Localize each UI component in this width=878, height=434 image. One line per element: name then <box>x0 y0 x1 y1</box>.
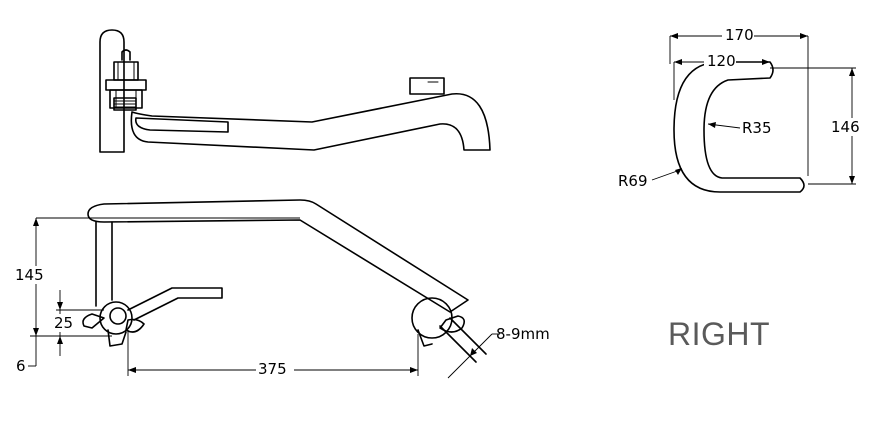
side-label: RIGHT <box>668 316 771 352</box>
left-clamp-ring <box>99 301 133 335</box>
front-view: 145 25 6 375 8-9mm <box>14 199 550 379</box>
top-arm <box>130 93 491 151</box>
dim-170: 170 <box>725 26 754 44</box>
dim-r35: R35 <box>742 119 772 137</box>
top-clip <box>409 77 445 95</box>
bolt-nut-bottom <box>109 89 143 109</box>
u-profile-view: 170 120 146 R35 R69 <box>618 26 860 193</box>
dim-rod: 8-9mm <box>496 325 550 343</box>
dim-146: 146 <box>831 118 860 136</box>
dim-6: 6 <box>16 357 26 375</box>
bracket-plate <box>99 29 125 153</box>
bolt-washer <box>105 79 147 91</box>
top-view <box>99 29 491 153</box>
u-profile <box>673 61 805 193</box>
top-inner-bar <box>134 117 229 133</box>
dim-375: 375 <box>258 360 287 378</box>
front-short-bar <box>127 287 223 321</box>
dim-25: 25 <box>54 314 73 332</box>
dim-145: 145 <box>15 266 44 284</box>
front-main-rod <box>87 199 469 313</box>
dim-r69: R69 <box>618 172 648 190</box>
dim-120: 120 <box>707 52 736 70</box>
